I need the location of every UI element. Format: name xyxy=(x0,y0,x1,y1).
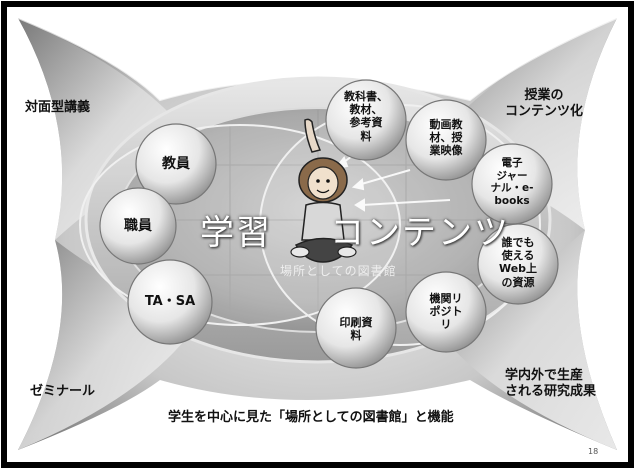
diagram-caption: 学生を中心に見た「場所としての図書館」と機能 xyxy=(168,410,454,425)
bubble-label-repository: 機関リ ポジト リ xyxy=(429,292,463,332)
bubble-ta-sa xyxy=(127,259,213,345)
student-figure xyxy=(290,118,357,263)
bubble-repository xyxy=(405,271,487,353)
learning-label: 学習 xyxy=(200,213,272,253)
bubble-label-print: 印刷資 料 xyxy=(339,316,373,343)
bubble-label-video: 動画教 材、授 業映像 xyxy=(429,118,463,158)
bubble-video xyxy=(405,99,487,181)
caption-course-contents: 授業の コンテンツ化 xyxy=(505,88,584,120)
bubble-label-ejournals: 電子 ジャー ナル・e- books xyxy=(490,157,534,207)
bubble-staff xyxy=(99,187,177,265)
page-number: 18 xyxy=(588,447,599,456)
caption-seminar: ゼミナール xyxy=(30,384,96,399)
bubble-label-ta-sa: TA・SA xyxy=(144,294,196,309)
contents-label: コンテンツ xyxy=(330,213,510,253)
bubble-label-staff: 職員 xyxy=(124,218,152,234)
bubble-label-web-resources: 誰でも 使える Web上 の資源 xyxy=(498,236,538,289)
bubble-textbooks xyxy=(325,79,407,161)
bubble-label-teacher: 教員 xyxy=(162,156,190,172)
bubble-web-resources xyxy=(477,223,559,305)
bubble-teacher xyxy=(135,123,217,205)
floor-label: 場所としての図書館 xyxy=(280,264,397,278)
bubble-print xyxy=(315,287,397,369)
bubble-label-textbooks: 教科書、 教材、 参考資 料 xyxy=(344,90,388,143)
caption-research-output: 学内外で生産 される研究成果 xyxy=(505,368,597,400)
caption-face-to-face-lecture: 対面型講義 xyxy=(25,100,91,115)
